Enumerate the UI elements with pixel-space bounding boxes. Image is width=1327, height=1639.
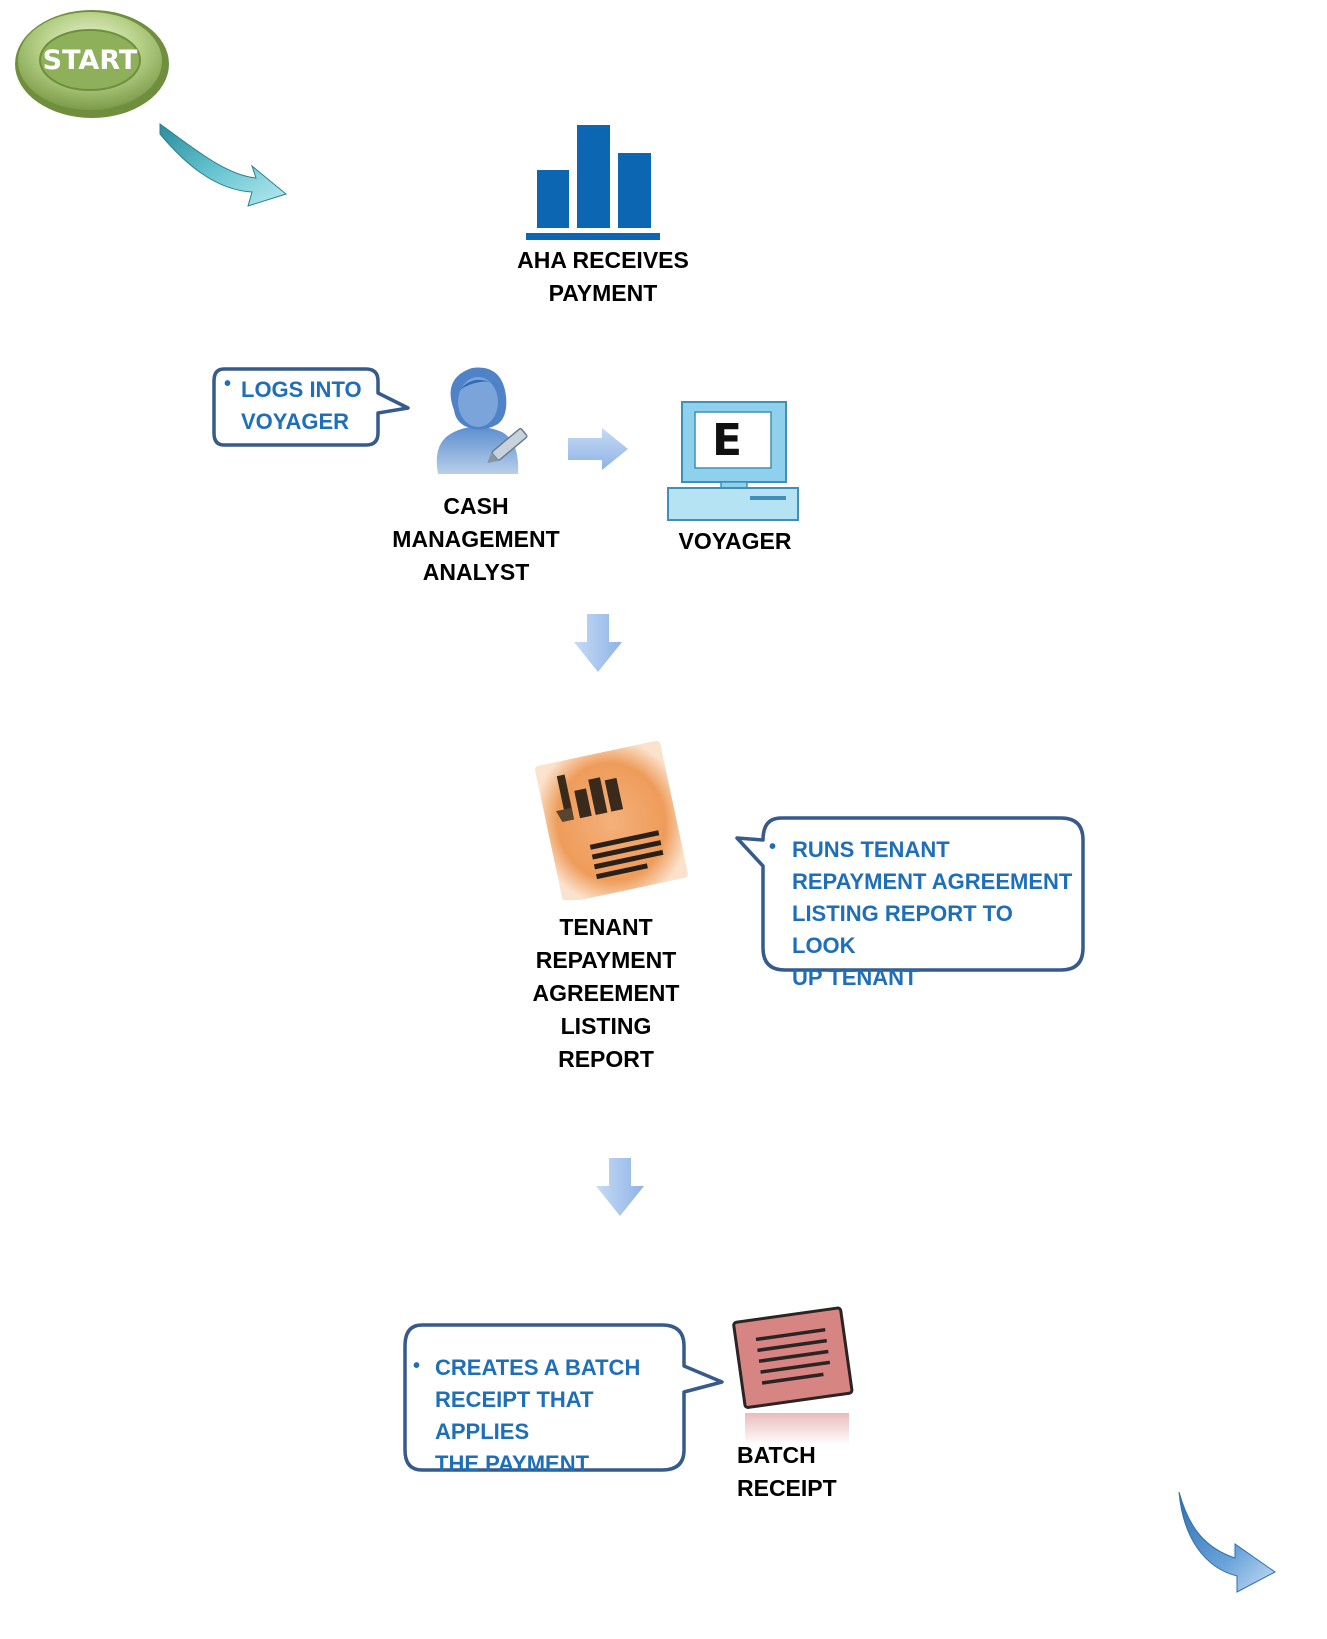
callout-logs-into: • LOGS INTO VOYAGER [210, 365, 420, 453]
callout-creates-batch: • CREATES A BATCH RECEIPT THAT APPLIES T… [400, 1320, 730, 1478]
voyager-screen-letter: E [712, 415, 743, 466]
callout-bubble [212, 367, 410, 447]
bar-chart [524, 120, 664, 245]
bullet-icon: • [769, 836, 777, 858]
curved-arrow-icon [159, 123, 288, 207]
callout-runs-text: RUNS TENANT REPAYMENT AGREEMENT LISTING … [792, 837, 1073, 990]
batch-receipt-label: BATCH RECEIPT [737, 1442, 837, 1501]
voyager-label: VOYAGER [678, 528, 792, 554]
arrow-down-icon [574, 614, 622, 672]
analyst-person [424, 362, 534, 477]
curved-arrow-icon [1178, 1491, 1276, 1593]
arrow-down-1 [572, 612, 624, 674]
arrow-down-2 [594, 1156, 646, 1218]
callout-bubble [403, 1323, 724, 1472]
bullet-icon: • [224, 373, 232, 395]
computer-icon [667, 401, 799, 521]
report-label: TENANT REPAYMENT AGREEMENT LISTING REPOR… [532, 914, 680, 1072]
callout-logs-text: LOGS INTO VOYAGER [241, 377, 362, 434]
callout-creates-text: CREATES A BATCH RECEIPT THAT APPLIES THE… [435, 1355, 641, 1476]
callout-bubble [735, 816, 1085, 972]
bullet-icon: • [413, 1355, 421, 1377]
bar-chart-icon [526, 125, 660, 240]
callout-runs-report: • RUNS TENANT REPAYMENT AGREEMENT LISTIN… [733, 812, 1093, 990]
report-document-icon [535, 740, 688, 903]
start-badge-icon [15, 10, 169, 118]
analyst-label: CASH MANAGEMENT ANALYST [392, 493, 560, 585]
arrow-down-icon [596, 1158, 644, 1216]
report-document [526, 730, 694, 903]
curved-arrow-bottom [1175, 1488, 1279, 1598]
receipt-icon [732, 1306, 854, 1445]
arrow-right-icon [568, 428, 628, 470]
voyager-computer: E [666, 400, 801, 525]
arrow-right [566, 426, 630, 472]
batch-receipt [725, 1305, 860, 1450]
start-label: START [42, 45, 138, 76]
start-badge: START [12, 8, 172, 120]
curved-arrow-top [156, 120, 291, 210]
payment-label: AHA RECEIVES PAYMENT [517, 247, 689, 306]
person-icon [436, 367, 528, 474]
